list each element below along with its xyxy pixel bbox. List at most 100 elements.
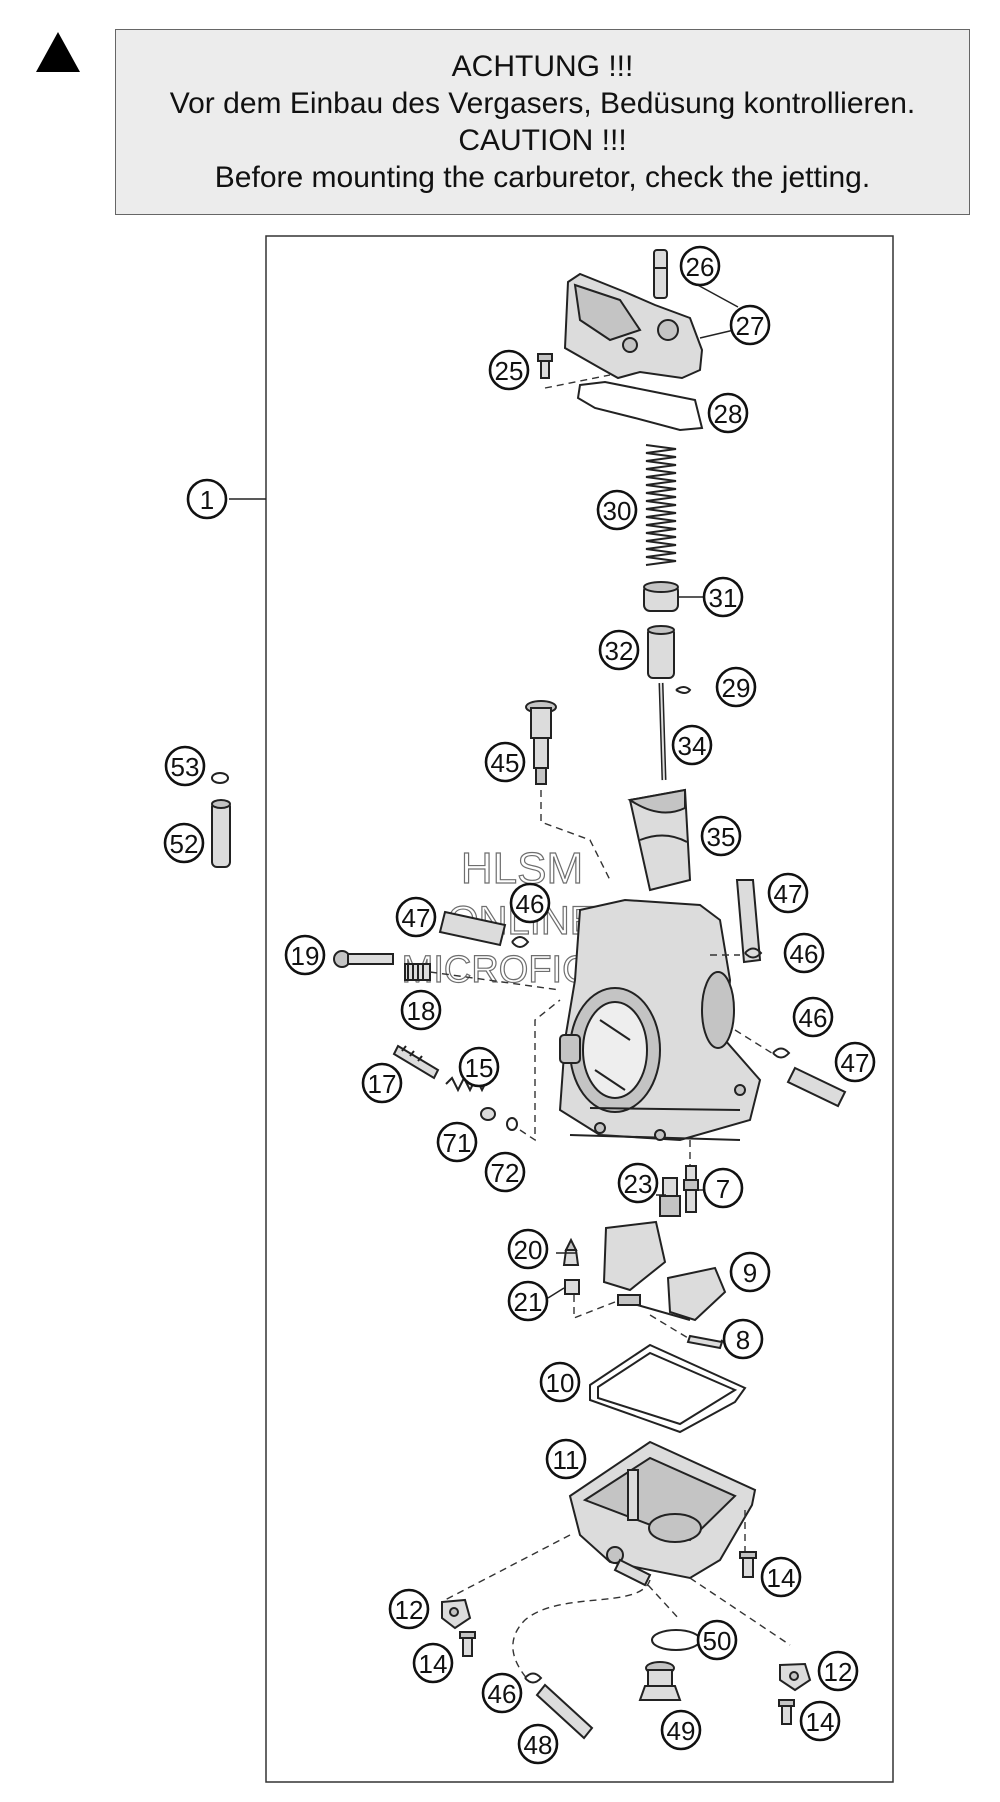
callout-32: 32 bbox=[598, 629, 640, 671]
callout-number: 15 bbox=[465, 1053, 494, 1083]
callout-48: 48 bbox=[517, 1723, 559, 1765]
callout-number: 28 bbox=[714, 399, 743, 429]
notice-line-caution: CAUTION !!! bbox=[458, 124, 627, 157]
callout-47a: 47 bbox=[395, 896, 437, 938]
callout-19: 19 bbox=[284, 934, 326, 976]
callout-11: 11 bbox=[545, 1438, 587, 1480]
callout-71: 71 bbox=[436, 1121, 478, 1163]
notice-line-english: Before mounting the carburetor, check th… bbox=[214, 161, 871, 194]
callout-number: 30 bbox=[603, 496, 632, 526]
callout-12b: 12 bbox=[817, 1650, 859, 1692]
part-screw-19 bbox=[333, 950, 394, 968]
callout-25: 25 bbox=[488, 349, 530, 391]
callout-72: 72 bbox=[484, 1151, 526, 1193]
part-washer-71 bbox=[480, 1107, 496, 1121]
part-float-pin-8 bbox=[686, 1334, 724, 1350]
part-needle-holder bbox=[647, 625, 675, 679]
callout-23: 23 bbox=[617, 1162, 659, 1204]
part-pilot-jet-7 bbox=[683, 1165, 699, 1213]
part-needle-seat-21 bbox=[564, 1279, 580, 1295]
callout-number: 12 bbox=[395, 1595, 424, 1625]
callout-46c: 46 bbox=[792, 996, 834, 1038]
callout-46d: 46 bbox=[481, 1672, 523, 1714]
part-float-bowl bbox=[568, 1440, 757, 1587]
callout-number: 47 bbox=[841, 1048, 870, 1078]
part-float-9 bbox=[602, 1220, 727, 1322]
part-hose-clip-46-a bbox=[511, 936, 530, 948]
callout-number: 29 bbox=[722, 673, 751, 703]
callout-number: 7 bbox=[716, 1174, 730, 1204]
part-sleeve-52 bbox=[211, 799, 231, 868]
callout-7: 7 bbox=[702, 1167, 744, 1209]
callout-14c: 14 bbox=[799, 1700, 841, 1742]
part-main-jet-23 bbox=[659, 1177, 681, 1217]
part-float-bowl-gasket bbox=[589, 1343, 747, 1434]
callout-number: 23 bbox=[624, 1169, 653, 1199]
part-spring-seat bbox=[643, 581, 679, 612]
callout-number: 19 bbox=[291, 941, 320, 971]
part-slide-spring bbox=[645, 444, 677, 566]
part-screw-17 bbox=[392, 1044, 440, 1080]
callout-21: 21 bbox=[507, 1280, 549, 1322]
callout-29: 29 bbox=[715, 666, 757, 708]
callout-1: 1 bbox=[186, 478, 228, 520]
callout-number: 20 bbox=[514, 1235, 543, 1265]
callout-number: 18 bbox=[407, 996, 436, 1026]
callout-50: 50 bbox=[696, 1619, 738, 1661]
part-throttle-slide bbox=[627, 788, 692, 892]
callout-number: 25 bbox=[495, 356, 524, 386]
part-bracket-12-left bbox=[441, 1598, 472, 1630]
callout-number: 32 bbox=[605, 636, 634, 666]
part-idle-adjust-screw bbox=[525, 700, 557, 785]
callout-number: 11 bbox=[553, 1445, 580, 1475]
callout-46b: 46 bbox=[783, 932, 825, 974]
callout-52: 52 bbox=[163, 822, 205, 864]
callout-45: 45 bbox=[484, 741, 526, 783]
part-vent-hose-47-lower-right bbox=[786, 1066, 847, 1108]
part-vent-hose-47-left bbox=[438, 910, 507, 947]
part-screw-14-upper-right bbox=[739, 1551, 757, 1578]
callout-number: 14 bbox=[806, 1707, 835, 1737]
part-hose-clip-46-b bbox=[744, 947, 763, 959]
part-spring-15 bbox=[445, 1075, 489, 1093]
callout-number: 26 bbox=[686, 252, 715, 282]
callout-number: 53 bbox=[171, 752, 200, 782]
callout-number: 46 bbox=[488, 1679, 517, 1709]
part-drain-plug-49 bbox=[638, 1661, 682, 1701]
callout-number: 46 bbox=[799, 1003, 828, 1033]
callout-number: 35 bbox=[707, 822, 736, 852]
callout-9: 9 bbox=[729, 1251, 771, 1293]
notice-line-german: Vor dem Einbau des Vergasers, Bedüsung k… bbox=[169, 87, 916, 120]
callout-number: 50 bbox=[703, 1626, 732, 1656]
callout-number: 71 bbox=[443, 1128, 472, 1158]
callout-number: 52 bbox=[170, 829, 199, 859]
callout-number: 12 bbox=[824, 1657, 853, 1687]
part-screw-14-lower-right bbox=[778, 1699, 795, 1725]
callout-28: 28 bbox=[707, 392, 749, 434]
callout-26: 26 bbox=[679, 245, 721, 287]
caution-notice-box: ACHTUNG !!! Vor dem Einbau des Vergasers… bbox=[115, 29, 970, 215]
part-nipple bbox=[653, 249, 668, 299]
callout-number: 34 bbox=[678, 731, 707, 761]
callout-number: 21 bbox=[514, 1287, 543, 1317]
callout-49: 49 bbox=[660, 1709, 702, 1751]
assembly-frame bbox=[265, 235, 894, 1783]
callout-34: 34 bbox=[671, 724, 713, 766]
part-oring-72 bbox=[506, 1117, 518, 1131]
callout-number: 46 bbox=[516, 889, 545, 919]
callout-number: 10 bbox=[546, 1368, 575, 1398]
callout-20: 20 bbox=[507, 1228, 549, 1270]
callout-number: 45 bbox=[491, 748, 520, 778]
part-needle-clip bbox=[675, 686, 692, 694]
part-screw-14-left bbox=[459, 1631, 476, 1657]
callout-number: 47 bbox=[774, 879, 803, 909]
callout-15: 15 bbox=[458, 1046, 500, 1088]
callout-46a: 46 bbox=[509, 882, 551, 924]
callout-number: 1 bbox=[200, 485, 214, 515]
part-screw-25 bbox=[537, 353, 553, 379]
notice-line-achtung: ACHTUNG !!! bbox=[451, 50, 634, 83]
part-oring-50 bbox=[651, 1629, 701, 1651]
callout-30: 30 bbox=[596, 489, 638, 531]
callout-number: 14 bbox=[419, 1649, 448, 1679]
